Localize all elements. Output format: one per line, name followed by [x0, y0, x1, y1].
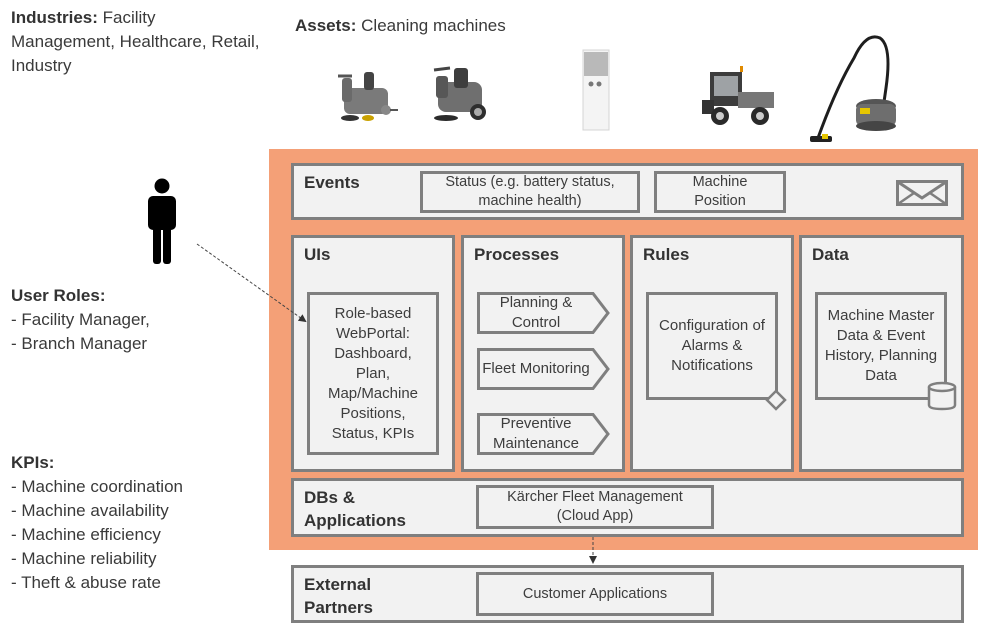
dbs-title: DBs & Applications — [304, 486, 406, 532]
process-fleet-monitoring: Fleet Monitoring — [477, 348, 611, 390]
rules-title: Rules — [643, 245, 690, 264]
envelope-icon — [896, 180, 948, 206]
water-dispenser-image — [582, 49, 610, 131]
external-title-line: External — [304, 575, 372, 594]
database-icon — [927, 381, 957, 411]
assets-text: Cleaning machines — [356, 16, 506, 35]
user-role-item: - Facility Manager, — [11, 310, 150, 329]
rules-config-box: Configuration of Alarms & Notifications — [646, 292, 778, 400]
assets-note: Assets: Cleaning machines — [295, 14, 506, 38]
external-title-line: Partners — [304, 598, 373, 617]
user-roles-label: User Roles: — [11, 286, 106, 305]
kpis-note: KPIs: - Machine coordination - Machine a… — [11, 451, 271, 595]
webportal-box: Role-based WebPortal: Dashboard, Plan, M… — [307, 292, 439, 455]
process-label: Preventive Maintenance — [493, 415, 579, 452]
kpi-item: - Machine coordination — [11, 477, 183, 496]
chevron-arrow-icon — [477, 413, 610, 455]
kpi-item: - Machine efficiency — [11, 525, 161, 544]
user-roles-note: User Roles: - Facility Manager, - Branch… — [11, 284, 261, 356]
dbs-title-line: Applications — [304, 511, 407, 530]
event-position-line: Position — [694, 193, 746, 209]
scrubber-drier-image — [338, 72, 398, 121]
event-status-box: Status (e.g. battery status, machine hea… — [420, 171, 640, 213]
data-store-box: Machine Master Data & Event History, Pla… — [815, 292, 947, 400]
chevron-arrow-icon — [477, 292, 610, 334]
customer-applications-box: Customer Applications — [476, 572, 714, 616]
process-planning-control: Planning & Control — [477, 292, 611, 334]
industries-text: Facility Management, Healthcare, Retail,… — [11, 8, 260, 75]
uis-title: UIs — [304, 245, 331, 264]
user-person-icon — [148, 178, 176, 264]
external-title: External Partners — [304, 573, 373, 619]
kpi-item: - Machine availability — [11, 501, 169, 520]
industries-label: Industries: — [11, 8, 98, 27]
events-title: Events — [304, 173, 360, 192]
kpi-item: - Machine reliability — [11, 549, 157, 568]
event-position-line: Machine — [692, 174, 748, 190]
sweeper-image — [433, 66, 486, 121]
chevron-arrow-icon — [477, 348, 610, 390]
process-label: Fleet Monitoring — [482, 360, 590, 377]
event-position-box: Machine Position — [654, 171, 786, 213]
vacuum-cleaner-image — [810, 35, 896, 142]
industries-note: Industries: Facility Management, Healthc… — [11, 6, 261, 78]
kpi-item: - Theft & abuse rate — [11, 573, 161, 592]
data-title: Data — [812, 245, 849, 264]
diamond-icon — [765, 389, 787, 411]
process-label: Planning & Control — [499, 294, 573, 331]
user-role-item: - Branch Manager — [11, 334, 148, 353]
fleet-management-app-box: Kärcher Fleet Management (Cloud App) — [476, 485, 714, 529]
kpis-label: KPIs: — [11, 453, 55, 472]
process-preventive-maintenance: Preventive Maintenance — [477, 413, 611, 455]
dbs-title-line: DBs & — [304, 488, 356, 507]
processes-title: Processes — [474, 245, 560, 264]
assets-label: Assets: — [295, 16, 357, 35]
utility-vehicle-image — [702, 66, 774, 125]
